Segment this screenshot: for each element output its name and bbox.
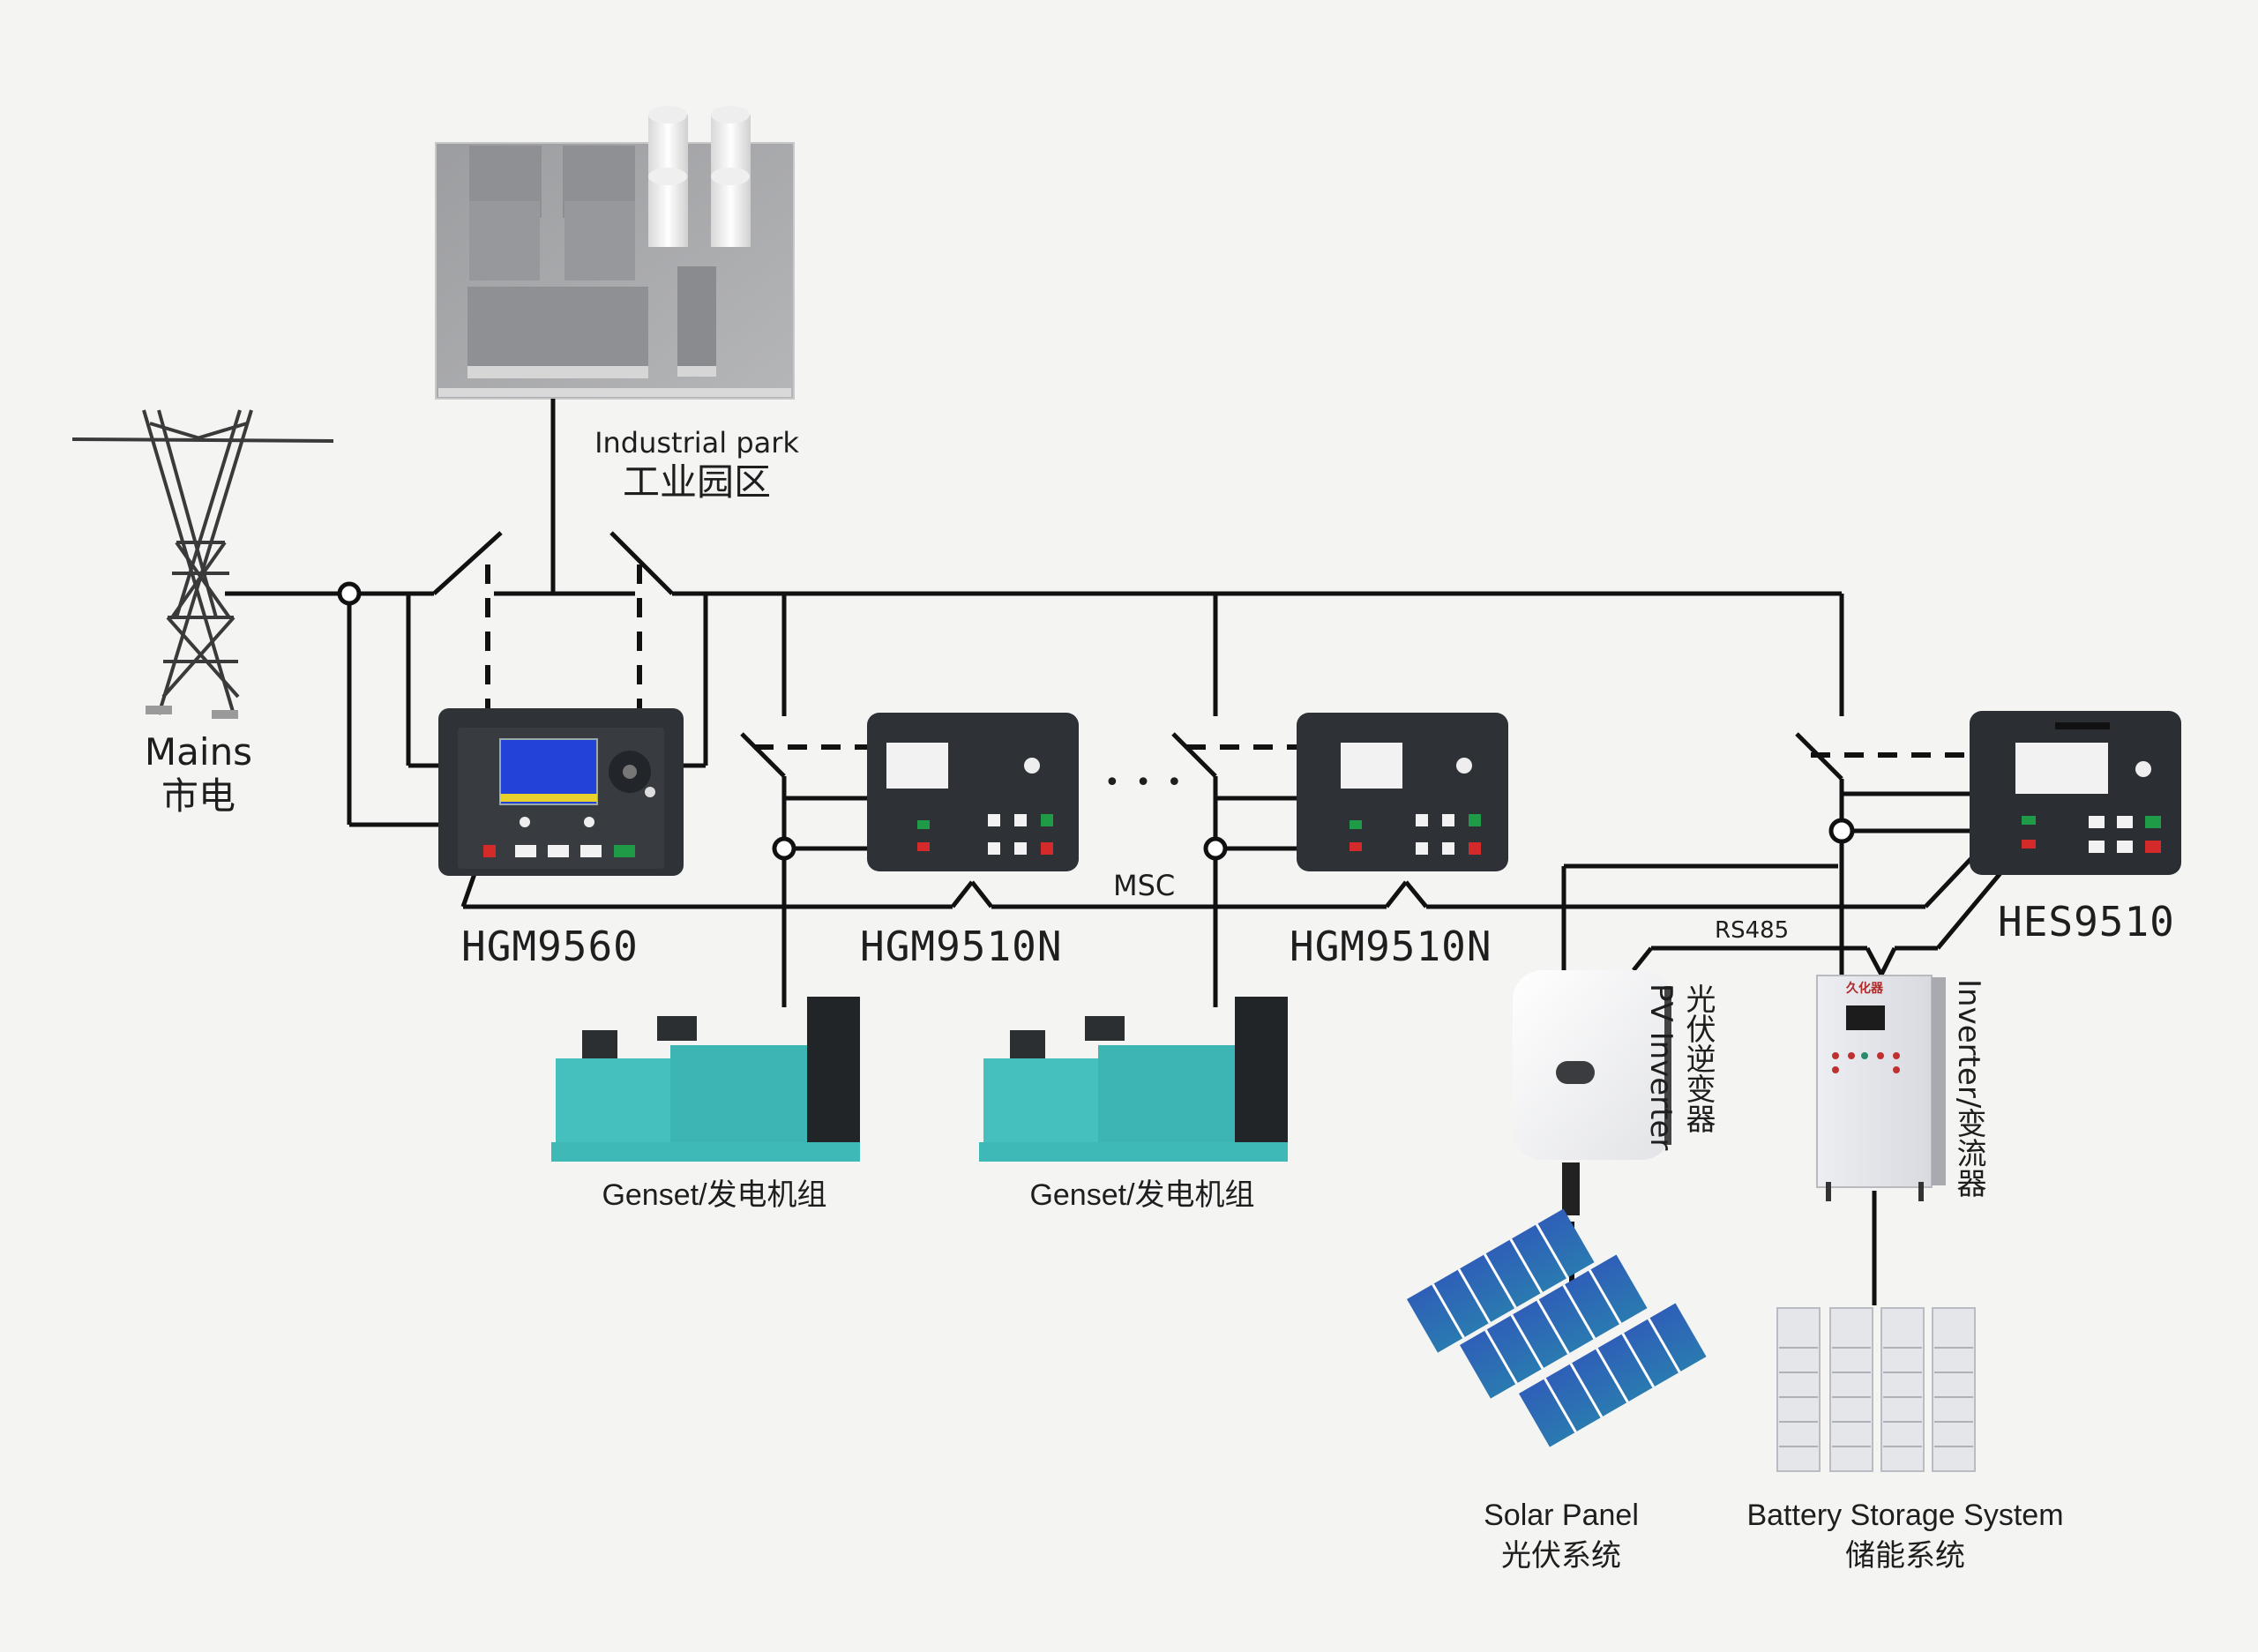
industrial-park-label-zh: 工业园区 [622, 460, 771, 504]
junctions [337, 581, 1855, 861]
solar-panel-label: Solar Panel 光伏系统 [1447, 1495, 1676, 1576]
mains-label: Mains 市电 [115, 730, 282, 819]
genset-2-label: Genset/发电机组 [1029, 1178, 1255, 1212]
genset-1-icon [551, 997, 860, 1162]
pv-inverter-label: 光伏逆变器 [1680, 983, 1716, 1133]
solar-panel-icon [1407, 1208, 1707, 1447]
mains-label-en: Mains [144, 730, 253, 774]
battery-storage-icon [1776, 1307, 1976, 1472]
pv-inverter-label-en-wrap: PV Inverter [1643, 983, 1679, 1150]
battery-storage-label-zh: 储能系统 [1845, 1539, 1965, 1573]
industrial-park-label-en: Industrial park [594, 426, 799, 460]
mains-label-zh: 市电 [161, 774, 236, 818]
msc-bus-label: MSC [1113, 869, 1176, 902]
solar-panel-label-en: Solar Panel [1484, 1499, 1639, 1532]
hgm9510n-controller-2 [1297, 713, 1508, 871]
pv-inverter-label-zh: 光伏逆变器 [1680, 983, 1716, 1133]
storage-inverter-label: Inverter/变流器 [1951, 979, 1986, 1199]
rs485-bus-label: RS485 [1715, 917, 1790, 944]
pv-inverter-label-en: PV Inverter [1643, 983, 1679, 1151]
solar-panel-label-zh: 光伏系统 [1501, 1539, 1621, 1573]
hgm9510n-controller-1 [867, 713, 1079, 871]
storage-inverter-cabinet-icon [1816, 975, 1946, 1201]
more-gensets-ellipsis: • • • [1104, 767, 1186, 798]
industrial-park-label: Industrial park 工业园区 [564, 425, 829, 505]
hgm9560-label: HGM9560 [461, 923, 639, 970]
hes9510-controller [1970, 711, 2181, 875]
storage-inverter-brand: 久化器 [1846, 982, 1883, 996]
pv-inverter-icon [1513, 970, 1671, 1215]
hgm9560-controller [438, 708, 684, 876]
hes9510-label: HES9510 [1998, 898, 2175, 946]
genset-2-icon [979, 997, 1288, 1162]
hgm9510n-2-label: HGM9510N [1290, 923, 1492, 970]
genset-1-label: Genset/发电机组 [602, 1178, 827, 1212]
battery-storage-label: Battery Storage System 储能系统 [1720, 1495, 2090, 1576]
hgm9510n-1-label: HGM9510N [860, 923, 1063, 970]
control-links [485, 564, 1970, 758]
industrial-park-icon [435, 106, 795, 400]
battery-storage-label-en: Battery Storage System [1746, 1499, 2064, 1532]
power-wiring [225, 399, 2002, 1305]
transmission-tower-icon [71, 409, 334, 719]
